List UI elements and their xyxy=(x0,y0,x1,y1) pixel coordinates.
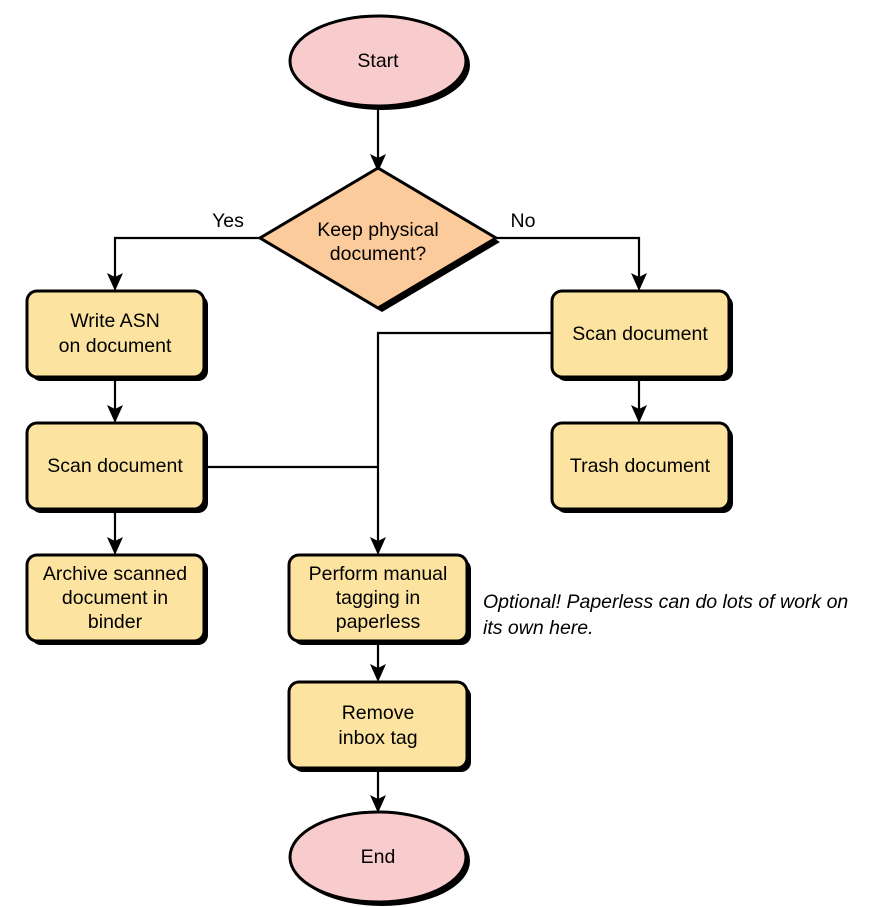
node-remove-inbox-tag-label-line2: inbox tag xyxy=(338,727,417,749)
node-manual-tagging-label-line1: Perform manual xyxy=(309,563,448,585)
edge-label-no: No xyxy=(511,210,536,232)
annotation-optional-note-line1: Optional! Paperless can do lots of work … xyxy=(483,591,848,613)
node-keep-physical-label-line2: document? xyxy=(330,243,427,265)
edge-yes-to-write-asn xyxy=(107,236,260,291)
node-manual-tagging-label-line3: paperless xyxy=(336,611,421,633)
node-write-asn[interactable]: Write ASN on document xyxy=(25,289,208,381)
edge-write-asn-to-scan-left xyxy=(107,377,123,423)
node-archive-in-binder-label-line2: document in xyxy=(62,587,168,609)
edge-scan-right-to-trash xyxy=(631,377,647,423)
node-archive-in-binder-label-line1: Archive scanned xyxy=(43,563,187,585)
node-write-asn-label-line2: on document xyxy=(59,335,172,357)
node-remove-inbox-tag-label-line1: Remove xyxy=(342,702,415,724)
node-write-asn-shape xyxy=(25,289,206,379)
node-scan-document-right-label: Scan document xyxy=(572,323,708,345)
annotation-optional-note: Optional! Paperless can do lots of work … xyxy=(483,591,848,639)
node-trash-document-label: Trash document xyxy=(570,455,711,477)
node-archive-in-binder[interactable]: Archive scanned document in binder xyxy=(25,553,208,645)
edge-manual-tagging-to-remove-inbox xyxy=(370,641,386,682)
node-start-shape xyxy=(288,14,468,108)
node-start-label: Start xyxy=(357,50,399,72)
node-trash-document-shape xyxy=(550,421,731,511)
node-remove-inbox-tag[interactable]: Remove inbox tag xyxy=(287,680,471,772)
node-remove-inbox-tag-shape xyxy=(287,680,469,770)
edge-label-yes: Yes xyxy=(212,210,244,232)
node-end-shape xyxy=(288,810,468,904)
node-scan-document-right-shape xyxy=(550,289,731,379)
annotation-optional-note-line2: its own here. xyxy=(483,617,594,639)
node-scan-document-left-shape xyxy=(25,421,206,511)
node-scan-document-right[interactable]: Scan document xyxy=(550,289,733,381)
node-archive-in-binder-label-line3: binder xyxy=(88,611,143,633)
node-keep-physical-shape xyxy=(257,166,499,310)
edge-remove-inbox-to-end xyxy=(370,771,386,813)
node-scan-document-left[interactable]: Scan document xyxy=(25,421,208,513)
node-manual-tagging[interactable]: Perform manual tagging in paperless xyxy=(287,553,471,645)
node-manual-tagging-shape xyxy=(287,553,469,643)
node-scan-document-left-label: Scan document xyxy=(47,455,183,477)
node-start[interactable]: Start xyxy=(288,14,470,110)
edge-no-to-scan-right xyxy=(496,236,647,291)
node-keep-physical-document[interactable]: Keep physical document? xyxy=(257,166,500,312)
edge-start-to-keep-physical xyxy=(370,106,386,172)
node-end[interactable]: End xyxy=(288,810,470,906)
edge-scan-right-to-manual-tagging xyxy=(370,331,552,555)
node-archive-in-binder-shape xyxy=(25,553,206,643)
node-end-label: End xyxy=(361,846,396,868)
node-trash-document[interactable]: Trash document xyxy=(550,421,733,513)
node-keep-physical-label-line1: Keep physical xyxy=(317,219,438,241)
node-manual-tagging-label-line2: tagging in xyxy=(336,587,421,609)
node-write-asn-label-line1: Write ASN xyxy=(70,310,160,332)
edge-scan-left-to-archive xyxy=(107,509,123,555)
